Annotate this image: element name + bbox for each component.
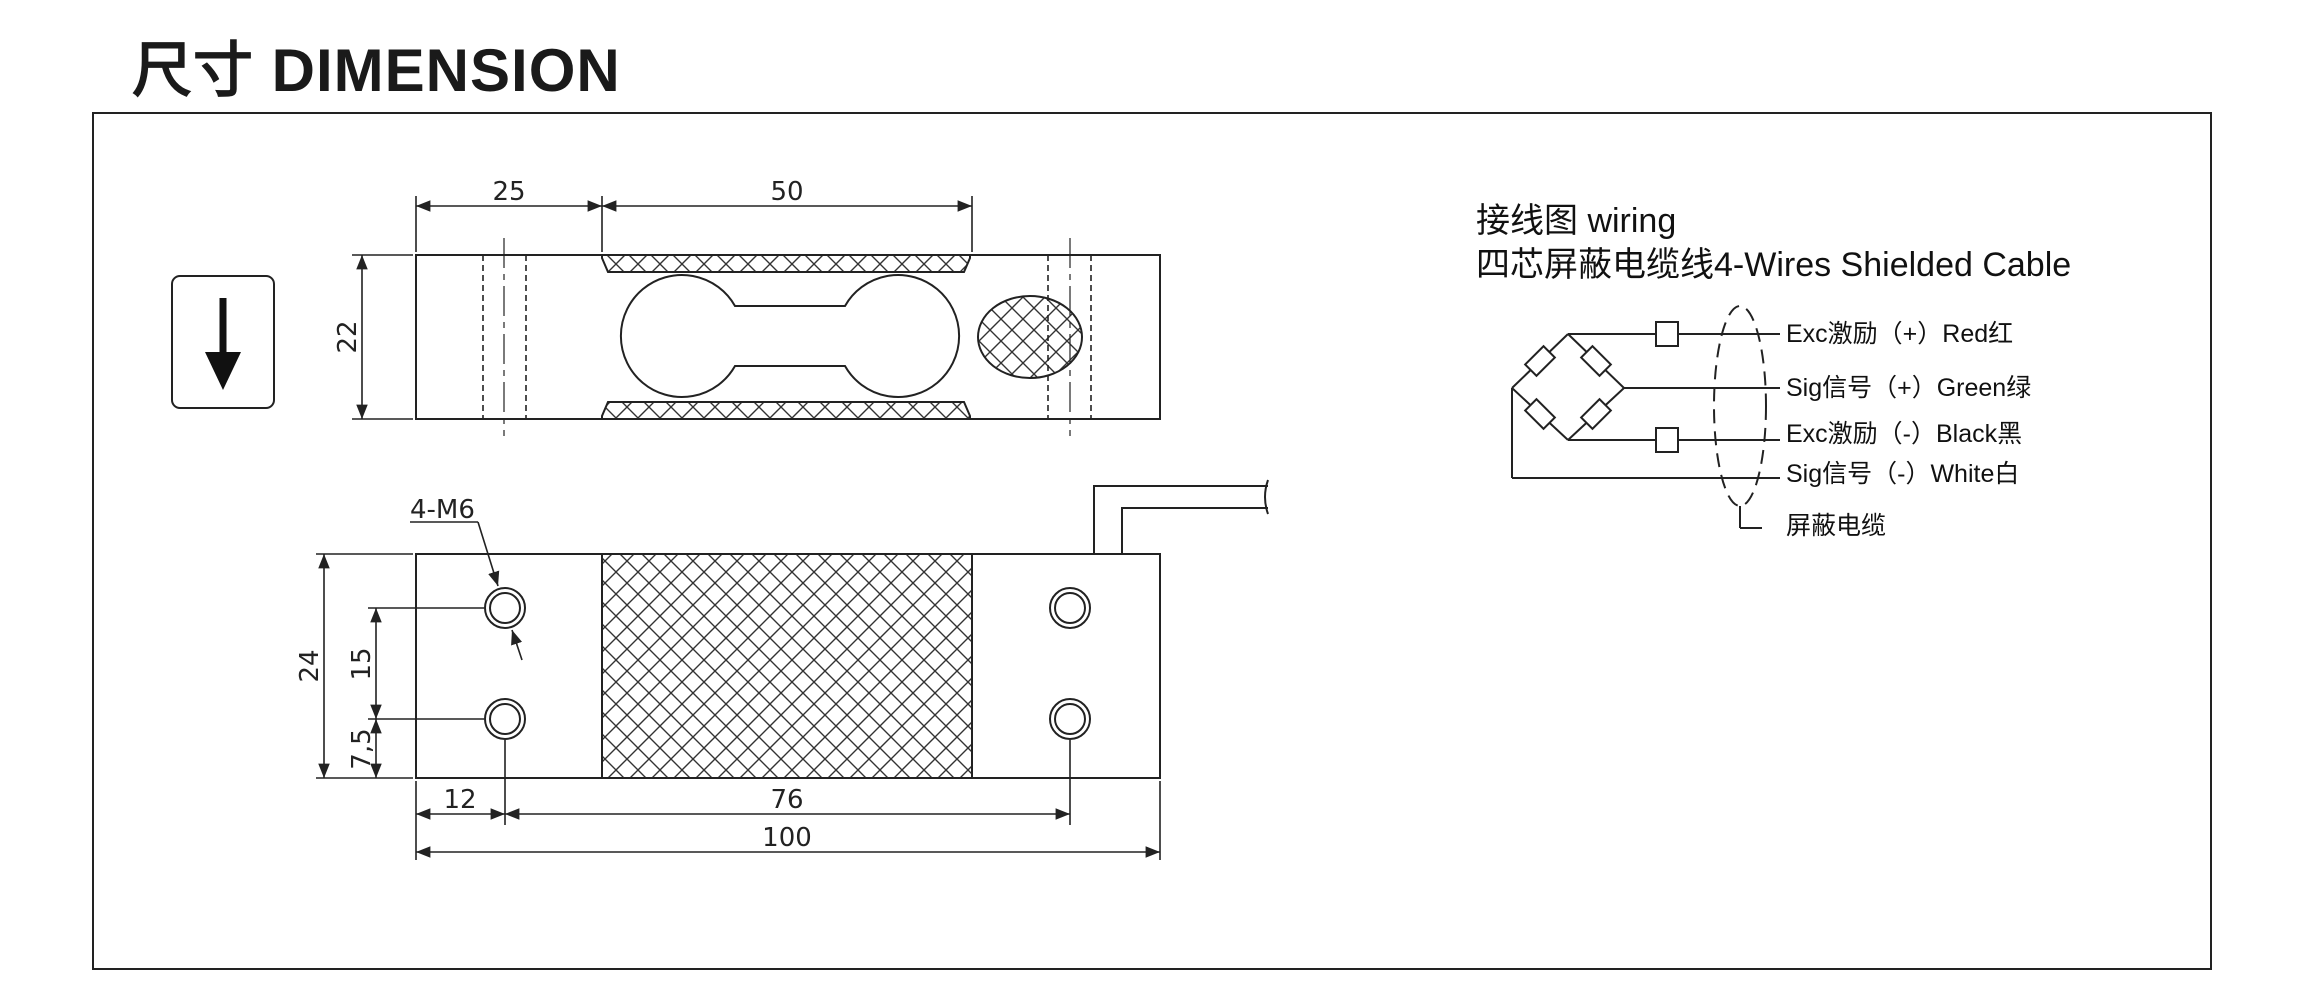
- page-title: 尺寸 DIMENSION: [132, 37, 621, 104]
- drawing-frame: [92, 112, 2212, 970]
- wire-exc-plus-label: Exc激励（+）Red红: [1786, 320, 2013, 348]
- dim-100-label: 100: [762, 823, 812, 853]
- dim-50-label: 50: [770, 177, 803, 207]
- dim-15-label: 15: [347, 647, 377, 680]
- wire-sig-minus-label: Sig信号（-）White白: [1786, 460, 2019, 488]
- wire-sig-plus-label: Sig信号（+）Green绿: [1786, 374, 2031, 402]
- dim-7-5-label: 7,5: [347, 728, 377, 769]
- shield-cable-label: 屏蔽电缆: [1786, 512, 1886, 540]
- dim-12-label: 12: [443, 785, 476, 815]
- side-view: [415, 479, 1269, 779]
- thread-label: 4-M6: [410, 495, 475, 525]
- wiring-schematic: [1511, 305, 1780, 529]
- dim-25-label: 25: [492, 177, 525, 207]
- top-view: [415, 238, 1161, 436]
- dim-22-label: 22: [333, 320, 363, 353]
- down-arrow-icon: [171, 275, 275, 409]
- wiring-subheading: 四芯屏蔽电缆线4-Wires Shielded Cable: [1476, 246, 2071, 284]
- wiring-heading: 接线图 wiring: [1476, 202, 1676, 240]
- wire-exc-minus-label: Exc激励（-）Black黑: [1786, 420, 2022, 448]
- side-view-dimensions: [316, 521, 1161, 860]
- dim-76-label: 76: [770, 785, 803, 815]
- dim-24-label: 24: [295, 649, 325, 682]
- top-view-dimensions: [352, 196, 973, 420]
